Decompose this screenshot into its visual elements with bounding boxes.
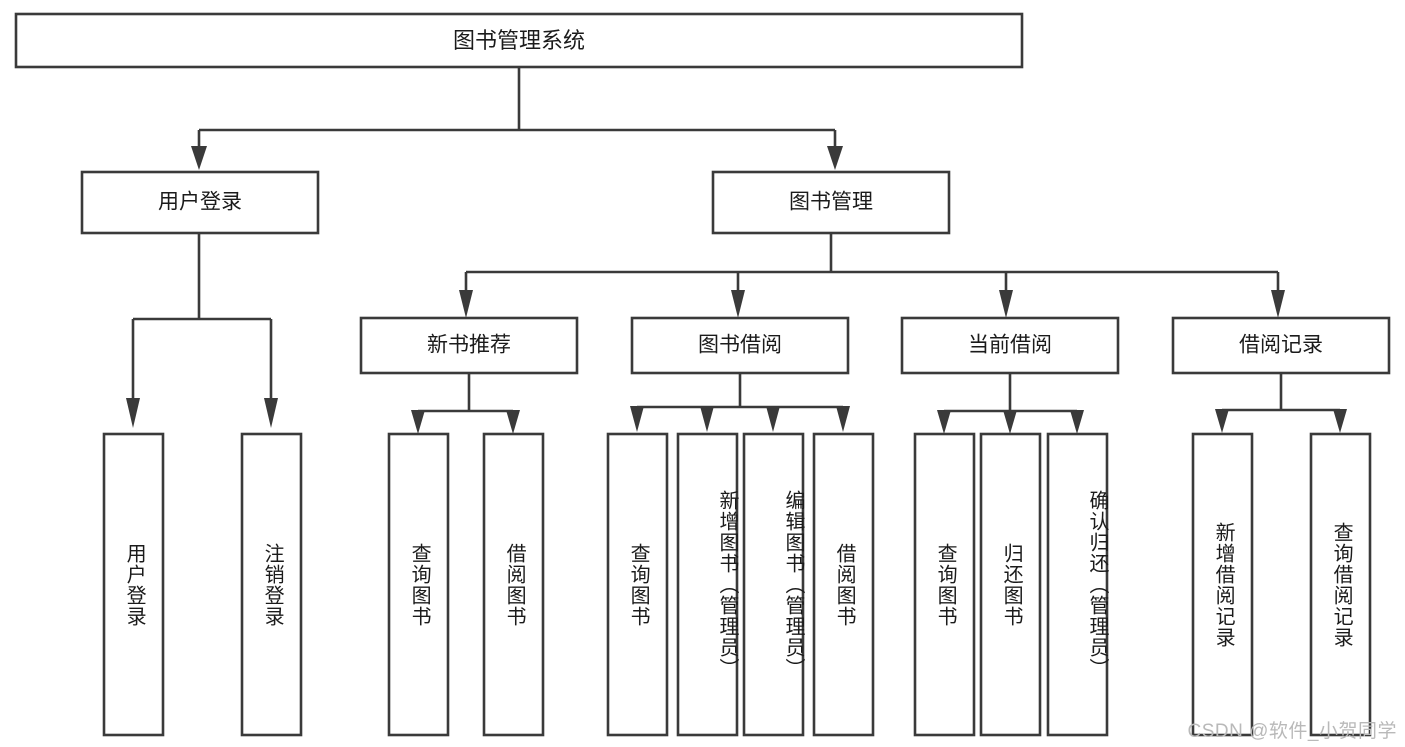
node-book-manage[interactable]: 图书管理	[711, 170, 951, 235]
csdn-watermark: CSDN @软件_小贺同学	[1187, 721, 1397, 742]
node-book-borrow-box[interactable]	[630, 316, 850, 375]
arrowhead-borrow-record	[1271, 290, 1285, 318]
leaf-boxes	[102, 432, 1372, 737]
arrowhead-leaf-add-record	[1215, 409, 1229, 433]
node-borrow-record-box[interactable]	[1171, 316, 1391, 375]
leaf-user-login-box[interactable]	[102, 432, 165, 737]
node-borrow-record-label: 借阅记录	[1239, 334, 1323, 357]
leaf-query-book-1-box[interactable]	[387, 432, 450, 737]
leaf-return-book-box[interactable]	[979, 432, 1042, 737]
leaf-edit-book-box[interactable]	[742, 432, 805, 737]
connector-group-borrow-record	[1215, 373, 1347, 433]
leaf-query-book-3-box[interactable]	[913, 432, 976, 737]
node-user-login-box[interactable]	[80, 170, 320, 235]
node-user-login[interactable]: 用户登录	[80, 170, 320, 235]
arrowhead-leaf-add-book	[700, 406, 714, 432]
arrowhead-leaf-confirm-return	[1070, 410, 1084, 434]
node-book-manage-label: 图书管理	[789, 191, 873, 214]
arrowhead-leaf-query-book-2	[630, 406, 644, 432]
node-new-book-recommend[interactable]: 新书推荐	[359, 316, 579, 375]
arrowhead-leaf-borrow-book-2	[836, 406, 850, 432]
arrowhead-leaf-logout	[264, 398, 278, 428]
node-current-borrow[interactable]: 当前借阅	[900, 316, 1120, 375]
connector-group-book-manage	[459, 233, 1285, 318]
node-new-book-recommend-box[interactable]	[359, 316, 579, 375]
node-book-borrow-label: 图书借阅	[698, 334, 782, 357]
leaf-borrow-book-1-box[interactable]	[482, 432, 545, 737]
leaf-borrow-book-2-box[interactable]	[812, 432, 875, 737]
node-user-login-label: 用户登录	[158, 191, 242, 214]
node-root-label: 图书管理系统	[453, 28, 585, 53]
connector-group-current-borrow	[937, 373, 1084, 434]
arrowhead-book-borrow	[731, 290, 745, 318]
arrowhead-current-borrow	[999, 290, 1013, 318]
arrowhead-leaf-query-record	[1333, 409, 1347, 433]
arrowhead-leaf-query-book-3	[937, 410, 951, 434]
node-current-borrow-label: 当前借阅	[968, 334, 1052, 357]
connector-group-book-borrow	[630, 373, 850, 432]
leaf-query-book-2-box[interactable]	[606, 432, 669, 737]
connector-group-new-book-recommend	[411, 373, 520, 434]
connector-group-root	[191, 67, 843, 170]
leaf-confirm-return-box[interactable]	[1046, 432, 1109, 737]
leaf-add-book-box[interactable]	[676, 432, 739, 737]
arrowhead-leaf-user-login	[126, 398, 140, 428]
arrowhead-book-manage	[827, 146, 843, 170]
arrowhead-leaf-query-book-1	[411, 410, 425, 434]
arrowhead-leaf-edit-book	[766, 406, 780, 432]
arrowhead-leaf-borrow-book-1	[506, 410, 520, 434]
node-new-book-recommend-label: 新书推荐	[427, 334, 511, 357]
node-book-manage-box[interactable]	[711, 170, 951, 235]
connector-group-user-login	[126, 233, 278, 428]
node-book-borrow[interactable]: 图书借阅	[630, 316, 850, 375]
arrowhead-leaf-return-book	[1003, 410, 1017, 434]
node-root[interactable]: 图书管理系统	[14, 12, 1024, 69]
leaf-logout-box[interactable]	[240, 432, 303, 737]
leaf-add-record-box[interactable]	[1191, 432, 1254, 737]
node-borrow-record[interactable]: 借阅记录	[1171, 316, 1391, 375]
leaf-query-record-box[interactable]	[1309, 432, 1372, 737]
arrowhead-new-book-recommend	[459, 290, 473, 318]
node-current-borrow-box[interactable]	[900, 316, 1120, 375]
node-root-box[interactable]	[14, 12, 1024, 69]
arrowhead-user-login	[191, 146, 207, 170]
